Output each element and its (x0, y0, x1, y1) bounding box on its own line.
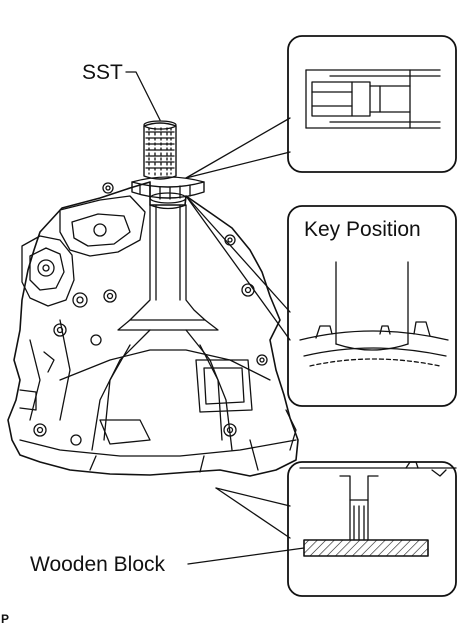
key-position-label: Key Position (304, 218, 421, 241)
inset-wooden-block (215, 461, 457, 597)
sst-label: SST (82, 61, 123, 84)
sst-tool (131, 120, 205, 200)
central-column (117, 192, 219, 331)
wooden-block-leader (187, 547, 305, 565)
housing-body (7, 181, 299, 477)
wooden-block-label: Wooden Block (30, 553, 166, 576)
corner-code: P (1, 612, 10, 626)
sst-leader (125, 71, 161, 121)
inset-key-position (185, 195, 457, 407)
inset-shaft-detail (185, 35, 457, 179)
